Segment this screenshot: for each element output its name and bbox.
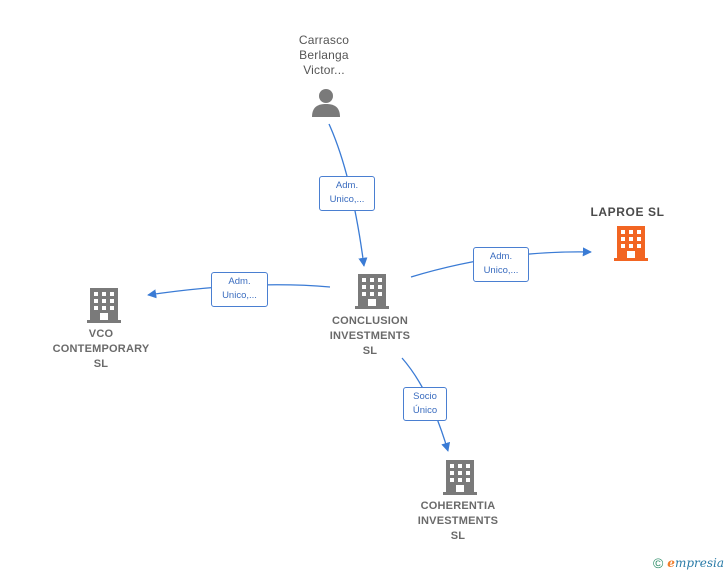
edge-label-conclusion-to-laproe[interactable]: Adm. Unico,... <box>473 247 529 282</box>
copyright-icon: © <box>652 555 664 571</box>
coherentia-node-label[interactable]: COHERENTIA INVESTMENTS SL <box>417 500 499 542</box>
laproe-node-label[interactable]: LAPROE SL <box>590 205 665 219</box>
person-node-label[interactable]: Carrasco Berlanga Victor... <box>298 33 350 77</box>
edge-label-conclusion-to-coherentia[interactable]: Socio Único <box>403 387 447 421</box>
brand-logo[interactable]: empresia <box>667 556 724 570</box>
vco-node-label[interactable]: VCO CONTEMPORARY SL <box>52 328 150 370</box>
vco-building-icon[interactable] <box>87 287 121 323</box>
conclusion-node-label[interactable]: CONCLUSION INVESTMENTS SL <box>329 315 411 357</box>
laproe-building-icon[interactable] <box>614 225 648 261</box>
conclusion-building-icon[interactable] <box>355 273 389 309</box>
person-icon[interactable] <box>311 88 341 118</box>
brand-footer: © empresia <box>653 555 724 571</box>
coherentia-building-icon[interactable] <box>443 459 477 495</box>
edge-label-conclusion-to-vco[interactable]: Adm. Unico,... <box>211 272 268 307</box>
edge-label-person-to-conclusion[interactable]: Adm. Unico,... <box>319 176 375 211</box>
